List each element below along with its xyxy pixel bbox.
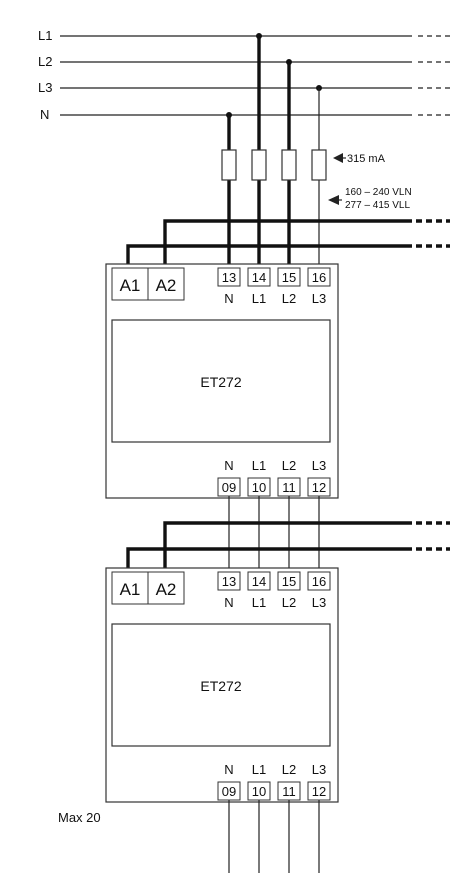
module-1-model-label: ET272 <box>200 374 241 390</box>
fuse-l1 <box>251 149 267 181</box>
aux-bus-a2-bottom <box>163 521 412 572</box>
supply-arrow-icon <box>328 195 339 205</box>
module-2-terminal-number-15: 15 <box>282 574 296 589</box>
module-1-terminal-name-l2-top: L2 <box>282 291 296 306</box>
module-2: A1 A2 13 14 15 16 N L1 L2 L3 ET272 N L1 … <box>105 567 339 803</box>
supply-annotation: 160 – 240 VLN 277 – 415 VLL <box>328 187 412 211</box>
supply-vll-label: 277 – 415 VLL <box>345 200 410 211</box>
module-2-terminal-name-n-bottom: N <box>224 762 233 777</box>
module-2-terminal-number-13: 13 <box>222 574 236 589</box>
module-1-terminal-name-l2-bottom: L2 <box>282 458 296 473</box>
fuse-label: 315 mA <box>347 153 386 165</box>
module-1-terminal-name-l3-bottom: L3 <box>312 458 326 473</box>
fuses <box>221 149 327 181</box>
module-1-terminal-16 <box>307 267 331 287</box>
outgoing-wires <box>228 800 320 873</box>
chain-wires <box>228 496 320 572</box>
module-1-terminal-number-11: 11 <box>282 480 296 495</box>
module-2-terminal-16 <box>307 571 331 591</box>
module-2-terminal-name-l1-bottom: L1 <box>252 762 266 777</box>
module-1-terminal-a2 <box>147 267 185 301</box>
module-1-terminal-number-13: 13 <box>222 270 236 285</box>
module-2-terminal-name-l3-bottom: L3 <box>312 762 326 777</box>
module-1-terminal-number-09: 09 <box>222 480 236 495</box>
supply-lines: L1 L2 L3 N <box>38 28 452 122</box>
module-1: A1 A2 13 14 15 16 N L1 L2 L3 ET272 N L1 … <box>105 263 339 499</box>
supply-vln-label: 160 – 240 VLN <box>345 187 412 198</box>
module-1-terminal-a1 <box>111 267 149 301</box>
line-label-n: N <box>40 107 49 122</box>
supply-drops <box>227 36 320 268</box>
module-2-terminal-14 <box>247 571 271 591</box>
module-1-terminal-number-14: 14 <box>252 270 266 285</box>
module-1-terminal-name-n-bottom: N <box>224 458 233 473</box>
module-2-terminal-name-l3-top: L3 <box>312 595 326 610</box>
module-1-terminal-number-12: 12 <box>312 480 326 495</box>
module-2-terminal-number-16: 16 <box>312 574 326 589</box>
module-2-terminal-number-14: 14 <box>252 574 266 589</box>
module-2-terminal-13 <box>217 571 241 591</box>
module-2-display <box>111 623 331 747</box>
module-2-terminal-number-10: 10 <box>252 784 266 799</box>
module-2-model-label: ET272 <box>200 678 241 694</box>
module-1-terminal-number-10: 10 <box>252 480 266 495</box>
module-2-a1-label: A1 <box>120 580 141 599</box>
aux-bus-a2-top <box>163 219 412 268</box>
module-2-terminal-15 <box>277 571 301 591</box>
line-label-l3: L3 <box>38 80 52 95</box>
module-2-terminal-name-l2-bottom: L2 <box>282 762 296 777</box>
module-2-a2-label: A2 <box>156 580 177 599</box>
module-1-display <box>111 319 331 443</box>
module-2-terminal-number-12: 12 <box>312 784 326 799</box>
aux-bus-a1-top <box>126 244 412 268</box>
module-1-terminal-14 <box>247 267 271 287</box>
module-2-terminal-number-11: 11 <box>282 784 296 799</box>
fuse-arrow-icon <box>333 153 343 163</box>
fuse-annotation: 315 mA <box>333 153 386 165</box>
line-label-l2: L2 <box>38 54 52 69</box>
module-1-a1-label: A1 <box>120 276 141 295</box>
module-1-terminal-name-l3-top: L3 <box>312 291 326 306</box>
module-1-terminal-15 <box>277 267 301 287</box>
module-2-terminal-number-09: 09 <box>222 784 236 799</box>
module-2-terminal-a2 <box>147 571 185 605</box>
module-2-terminal-name-l2-top: L2 <box>282 595 296 610</box>
module-1-terminal-name-l1-bottom: L1 <box>252 458 266 473</box>
fuse-l2 <box>281 149 297 181</box>
module-1-a2-label: A2 <box>156 276 177 295</box>
max-note: Max 20 <box>58 810 101 825</box>
aux-bus-module-2 <box>126 521 450 572</box>
module-2-terminal-name-l1-top: L1 <box>252 595 266 610</box>
line-label-l1: L1 <box>38 28 52 43</box>
module-1-terminal-name-l1-top: L1 <box>252 291 266 306</box>
aux-bus-a1-bottom <box>126 547 412 572</box>
module-2-terminal-a1 <box>111 571 149 605</box>
aux-bus-module-1 <box>126 219 450 268</box>
module-1-terminal-number-16: 16 <box>312 270 326 285</box>
fuse-n <box>221 149 237 181</box>
module-1-terminal-name-n-top: N <box>224 291 233 306</box>
fuse-l3 <box>311 149 327 181</box>
module-2-terminal-name-n-top: N <box>224 595 233 610</box>
module-1-terminal-13 <box>217 267 241 287</box>
module-1-terminal-number-15: 15 <box>282 270 296 285</box>
